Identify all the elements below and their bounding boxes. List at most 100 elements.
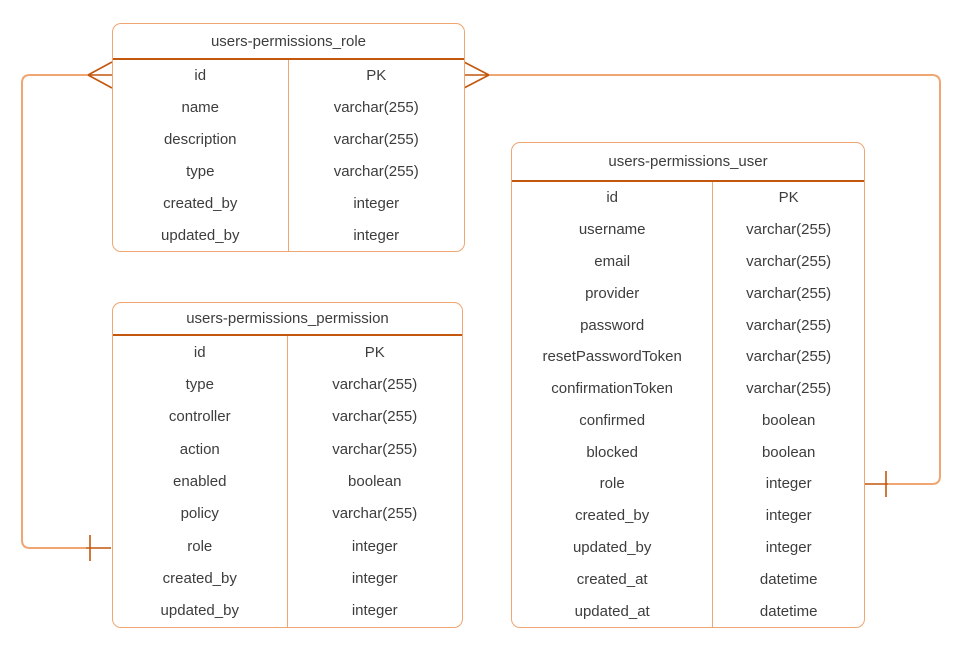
field-name: resetPasswordToken <box>512 340 714 373</box>
field-name: type <box>113 155 289 188</box>
field-name: id <box>113 336 288 369</box>
connector-line <box>489 74 941 485</box>
table-row: provider varchar(255) <box>512 277 864 310</box>
field-name: name <box>113 91 289 124</box>
field-name: id <box>512 182 714 214</box>
table-row: password varchar(255) <box>512 309 864 341</box>
field-name: id <box>113 60 289 92</box>
field-name: updated_by <box>512 531 714 564</box>
field-type: varchar(255) <box>333 162 419 180</box>
table-users-permissions-user[interactable]: users-permissions_user id PK username varch… <box>511 142 865 628</box>
field-type: integer <box>351 537 398 555</box>
table-row: type varchar(255) <box>113 368 462 401</box>
field-name: action <box>113 432 288 466</box>
table-row: blocked boolean <box>512 436 864 469</box>
field-type: boolean <box>761 443 816 461</box>
field-type: varchar(255) <box>746 284 832 302</box>
field-name: confirmationToken <box>512 372 714 405</box>
field-name: controller <box>113 400 288 433</box>
table-row: updated_by integer <box>113 594 462 627</box>
field-name: blocked <box>512 436 714 469</box>
field-type: PK <box>778 189 799 207</box>
field-type: varchar(255) <box>746 316 832 334</box>
table-row: type varchar(255) <box>113 155 464 188</box>
connector-role-user[interactable] <box>463 61 941 497</box>
table-row: resetPasswordToken varchar(255) <box>512 340 864 373</box>
table-row: created_at datetime <box>512 563 864 596</box>
field-name: enabled <box>113 465 288 498</box>
field-type: varchar(255) <box>746 252 832 270</box>
field-name: type <box>113 368 288 401</box>
field-type: integer <box>351 569 398 587</box>
table-row: id PK <box>512 182 864 214</box>
field-type: integer <box>765 507 812 525</box>
field-name: email <box>512 245 714 278</box>
field-type: PK <box>364 343 385 361</box>
table-row: name varchar(255) <box>113 91 464 124</box>
table-users-permissions-permission[interactable]: users-permissions_permission id PK type var… <box>112 302 463 628</box>
field-name: updated_at <box>512 595 714 627</box>
field-type: varchar(255) <box>746 348 832 366</box>
field-type: varchar(255) <box>332 375 418 393</box>
field-type: integer <box>351 602 398 620</box>
table-row: username varchar(255) <box>512 213 864 246</box>
table-row: id PK <box>113 336 462 369</box>
connector-role-permission[interactable] <box>21 61 113 561</box>
field-name: description <box>113 123 289 156</box>
field-type: integer <box>765 475 812 493</box>
field-type: varchar(255) <box>333 99 419 117</box>
field-name: created_at <box>512 563 714 596</box>
field-name: created_by <box>113 562 288 595</box>
crows-foot-many-marker <box>463 61 490 89</box>
field-name: password <box>512 309 714 341</box>
field-type: integer <box>765 538 812 556</box>
field-name: role <box>512 468 714 500</box>
field-name: provider <box>512 277 714 310</box>
table-row: enabled boolean <box>113 465 462 498</box>
field-name: confirmed <box>512 404 714 437</box>
table-row: action varchar(255) <box>113 432 462 466</box>
table-fields: id PK username varchar(255) email varchar(255… <box>512 182 864 627</box>
table-row: role integer <box>113 529 462 563</box>
table-row: created_by integer <box>512 499 864 532</box>
table-row: role integer <box>512 468 864 500</box>
field-type: varchar(255) <box>332 505 418 523</box>
field-type: varchar(255) <box>333 131 419 149</box>
field-type: boolean <box>761 411 816 429</box>
connector-line <box>21 74 88 549</box>
field-type: varchar(255) <box>332 408 418 426</box>
table-title: users-permissions_permission <box>113 303 462 336</box>
crows-foot-many-marker <box>87 61 113 89</box>
table-row: description varchar(255) <box>113 123 464 156</box>
field-name: updated_by <box>113 594 288 627</box>
field-name: policy <box>113 497 288 530</box>
field-type: integer <box>353 194 400 212</box>
field-type: varchar(255) <box>746 221 832 239</box>
field-name: username <box>512 213 714 246</box>
table-title: users-permissions_user <box>512 143 864 182</box>
table-row: created_by integer <box>113 187 464 220</box>
field-type: integer <box>353 226 400 244</box>
table-row: updated_by integer <box>512 531 864 564</box>
table-row: created_by integer <box>113 562 462 595</box>
field-name: created_by <box>512 499 714 532</box>
one-tick-marker <box>865 471 888 497</box>
one-tick-marker <box>86 535 111 561</box>
table-row: controller varchar(255) <box>113 400 462 433</box>
table-title: users-permissions_role <box>113 24 464 60</box>
field-name: created_by <box>113 187 289 220</box>
field-type: datetime <box>759 570 818 588</box>
field-name: role <box>113 529 288 563</box>
field-type: boolean <box>348 472 402 490</box>
table-row: email varchar(255) <box>512 245 864 278</box>
table-fields: id PK type varchar(255) controller varchar(25… <box>113 336 462 627</box>
field-type: varchar(255) <box>332 440 418 458</box>
